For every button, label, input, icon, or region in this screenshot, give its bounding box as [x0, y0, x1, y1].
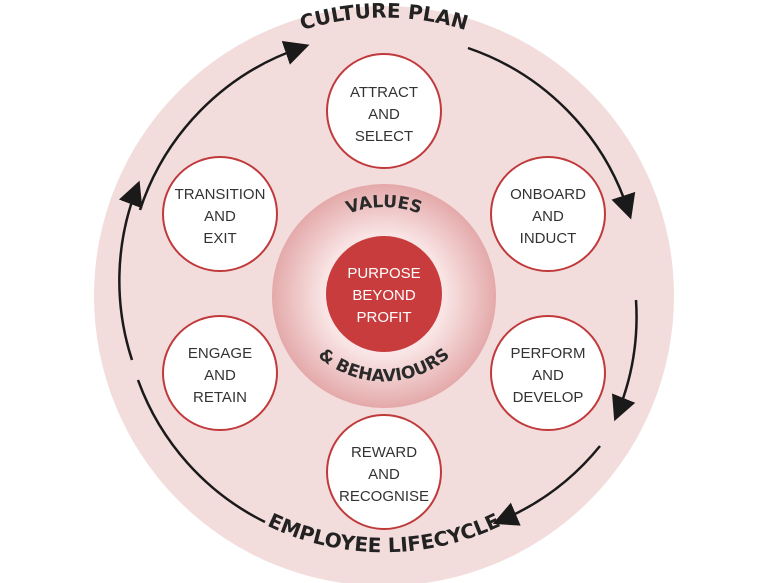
arrow-right: [612, 299, 638, 422]
stage-line: RECOGNISE: [339, 488, 429, 505]
stage-circle: [162, 315, 278, 431]
stage-circle: [162, 156, 278, 272]
center-line-2: BEYOND: [352, 287, 416, 304]
center-line-3: PROFIT: [357, 309, 412, 326]
center-line-1: PURPOSE: [347, 265, 420, 282]
stage-line: INDUCT: [520, 230, 577, 247]
stage-circle: [326, 414, 442, 530]
stage-circle: [326, 53, 442, 169]
stage-line: AND: [368, 466, 400, 483]
arrow-top-right: [467, 46, 636, 220]
stage-line: AND: [204, 208, 236, 225]
stage-circle: [490, 156, 606, 272]
center-core: PURPOSE BEYOND PROFIT: [326, 236, 442, 352]
stage-line: AND: [368, 106, 400, 123]
stage-line: PERFORM: [511, 345, 586, 362]
stage-line: RETAIN: [193, 389, 247, 406]
stage-onboard: ONBOARD AND INDUCT: [490, 156, 606, 272]
stage-engage: ENGAGE AND RETAIN: [162, 315, 278, 431]
stage-line: AND: [532, 367, 564, 384]
stage-line: TRANSITION: [175, 186, 266, 203]
stage-line: REWARD: [351, 444, 417, 461]
purpose-circle: [326, 236, 442, 352]
stage-line: ATTRACT: [350, 84, 418, 101]
stage-reward: REWARD AND RECOGNISE: [326, 414, 442, 530]
lifecycle-arrows: [118, 41, 638, 526]
stage-line: AND: [204, 367, 236, 384]
arrow-bottom-right: [492, 445, 601, 526]
stage-line: ONBOARD: [510, 186, 586, 203]
stage-transition: TRANSITION AND EXIT: [162, 156, 278, 272]
stage-line: AND: [532, 208, 564, 225]
stage-circle: [490, 315, 606, 431]
arrow-left: [118, 180, 143, 361]
stage-line: DEVELOP: [513, 389, 584, 406]
stage-perform: PERFORM AND DEVELOP: [490, 315, 606, 431]
stage-line: ENGAGE: [188, 345, 252, 362]
stage-line: EXIT: [203, 230, 236, 247]
stage-attract: ATTRACT AND SELECT: [326, 53, 442, 169]
arrow-bottom-left: [136, 379, 266, 524]
stage-line: SELECT: [355, 128, 413, 145]
arrow-top-left: [138, 41, 310, 211]
